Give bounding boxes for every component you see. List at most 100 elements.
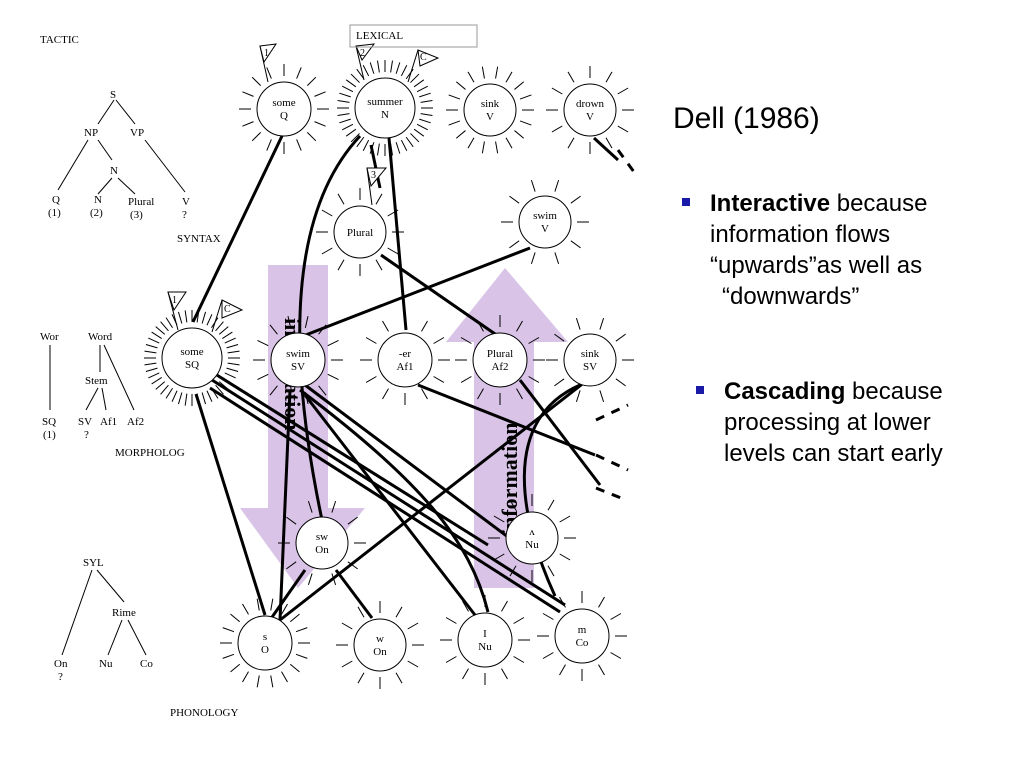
activation-ray [467, 137, 475, 149]
activation-ray [196, 393, 200, 406]
activation-ray [554, 378, 565, 387]
activation-ray [495, 141, 499, 154]
activation-ray [513, 656, 525, 663]
activation-ray [605, 71, 613, 83]
node-some-q-word: some [272, 97, 295, 109]
activation-ray [559, 664, 566, 676]
level-label-morphology: MORPHOLOG [115, 447, 185, 459]
activation-ray [314, 91, 326, 97]
syl-tree-syl: SYL [83, 557, 104, 569]
syntax-tree-n2: N [94, 194, 102, 206]
activation-ray [519, 94, 532, 100]
syntax-tree-plural: Plural [128, 196, 154, 208]
morphology-tree-branches [49, 344, 135, 411]
activation-ray [400, 139, 408, 151]
activation-rays [220, 598, 310, 688]
activation-ray [514, 130, 525, 139]
activation-ray [419, 92, 431, 98]
activation-ray [269, 324, 278, 335]
activation-ray [286, 561, 297, 570]
activation-ray [287, 316, 292, 328]
flag-c-lexical: C [407, 49, 440, 83]
activation-ray [542, 613, 554, 620]
syl-tree-on-slot: ? [58, 671, 63, 683]
level-label-syntax: SYNTAX [177, 233, 221, 245]
bullet-interactive: Interactive because information flows “u… [682, 188, 990, 312]
activation-ray [287, 392, 292, 404]
slot-flags: 1 2 C 3 1 C [167, 43, 440, 333]
activation-ray [337, 99, 350, 103]
activation-ray [342, 85, 354, 93]
node-sw-on-word: sw [316, 531, 328, 543]
activation-ray [599, 390, 605, 403]
activation-ray [321, 209, 333, 217]
activation-rays [488, 494, 576, 582]
level-label-tactic: TACTIC [40, 34, 79, 46]
bullet-cascading-rest: because [845, 378, 943, 405]
node-s-o: s O [220, 598, 310, 688]
activation-ray [226, 343, 239, 349]
bullet-interactive-bold: Interactive [710, 190, 831, 217]
activation-ray [481, 141, 485, 154]
network-nodes: some Q summer N sink V drown V Plural sw… [144, 60, 634, 689]
activation-ray [318, 324, 327, 335]
activation-ray [342, 123, 354, 131]
activation-ray [495, 66, 499, 79]
node-swim-v-word: swim [533, 210, 557, 222]
activation-ray [445, 617, 457, 624]
activation-ray [395, 606, 403, 618]
morph-tree-af2: Af2 [127, 416, 144, 428]
bullet-cascading: Cascading because processing at lower le… [696, 376, 1004, 469]
node-summer-n-word: summer [367, 96, 403, 108]
node-plural: Plural [316, 188, 404, 276]
activation-ray [331, 500, 337, 513]
activation-rays [316, 188, 404, 276]
flag-c-lexical-label: C [420, 52, 427, 63]
bullet-square-icon [696, 386, 704, 394]
activation-ray [151, 377, 162, 385]
node-m-co-word: m [578, 624, 587, 636]
activation-ray [155, 381, 166, 390]
activation-ray [570, 195, 581, 204]
morph-tree-wor: Wor [40, 331, 59, 343]
flag-1-morph: 1 [167, 291, 187, 331]
activation-ray [295, 627, 308, 633]
activation-ray [148, 337, 160, 344]
node-i-nu-word: I [483, 628, 487, 640]
activation-ray [306, 76, 317, 87]
activation-ray [337, 259, 345, 271]
activation-ray [575, 390, 581, 403]
syllable-tree: SYL Rime On ? Nu Co [54, 557, 153, 683]
node-u-nu-word: ʌ [529, 526, 535, 538]
activation-ray [530, 252, 536, 265]
activation-ray [416, 123, 428, 131]
node-m-co: m Co [537, 591, 627, 681]
syntax-tree-plural-slot: (3) [130, 209, 143, 221]
activation-rays [537, 591, 627, 681]
activation-ray [165, 388, 173, 399]
flag-1-syntax: 1 [259, 43, 278, 83]
activation-ray [395, 62, 401, 74]
activation-ray [307, 500, 313, 513]
activation-ray [509, 195, 520, 204]
activation-rays [546, 317, 634, 403]
activation-ray [493, 553, 505, 561]
activation-ray [509, 499, 517, 511]
activation-ray [307, 573, 313, 586]
activation-ray [242, 91, 254, 97]
activation-ray [419, 118, 431, 124]
activation-ray [357, 672, 365, 684]
activation-ray [314, 121, 326, 127]
flag-3-plural: 3 [366, 167, 388, 206]
level-label-phonology: PHONOLOGY [170, 707, 239, 719]
syllable-tree-branches [61, 569, 147, 656]
node-plural-af2-tag: Af2 [491, 361, 508, 373]
activation-ray [230, 613, 241, 623]
node-u-nu-tag: Nu [525, 539, 539, 551]
activation-ray [509, 240, 520, 249]
activation-ray [345, 128, 357, 137]
activation-rays [455, 315, 545, 405]
activation-rays [440, 595, 530, 685]
activation-ray [567, 137, 575, 149]
activation-ray [405, 68, 414, 80]
